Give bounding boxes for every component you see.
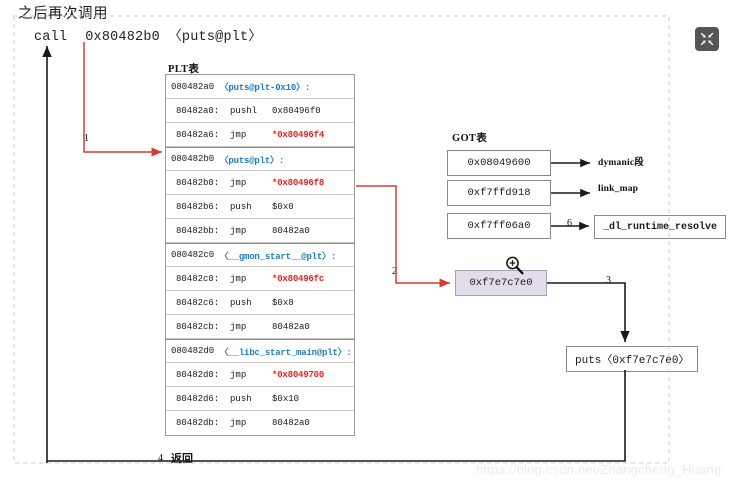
plt-row-address: 80482cb: [176,321,220,332]
plt-row-target: $0x8 [272,297,294,308]
plt-row-symbol: 〈__gmon_start__@plt〉: [219,251,337,262]
plt-symbol-row[interactable]: 080482b0 〈puts@plt〉: [166,147,354,171]
plt-row-address: 080482a0 [171,81,215,92]
plt-row-address: 80482b0: [176,177,220,188]
plt-row-target: 80482a0 [272,225,310,236]
plt-row-opcode: jmp [230,177,247,188]
plt-instruction-row[interactable]: 80482cb: jmp 80482a0 [166,315,354,339]
plt-row-address: 80482a0: [176,105,220,116]
plt-row-target: $0x10 [272,393,300,404]
plt-row-address: 80482c0: [176,273,220,284]
collapse-arrows-icon[interactable] [695,27,719,51]
plt-row-opcode: jmp [230,418,247,428]
plt-row-symbol: 〈__libc_start_main@plt〉: [219,347,352,358]
edge-number-2: 2 [391,266,398,277]
page-title: 之后再次调用 [18,6,108,22]
edge-number-1: 1 [83,133,90,144]
plt-row-address: 80482d6: [176,393,220,404]
plt-row-target: *0x80496f8 [272,177,325,188]
got-caption: GOT表 [452,133,488,144]
got-entry-1[interactable]: 0xf7ffd918 [447,180,551,206]
plt-row-address: 80482c6: [176,297,220,308]
got-entry-0-label: dymanic段 [598,158,644,168]
call-instruction: call 0x80482b0 〈puts@plt〉 [34,24,262,45]
plt-row-address: 80482d0: [176,369,220,380]
plt-symbol-row[interactable]: 080482c0 〈__gmon_start__@plt〉: [166,243,354,267]
plt-instruction-row[interactable]: 80482db: jmp 80482a0 [166,411,354,435]
zoom-cursor-icon [504,255,526,282]
plt-row-opcode: pushl [230,105,258,116]
got-entry-1-label: link_map [598,184,639,194]
got-resolved-entry[interactable]: 0xf7e7c7e0 [455,270,547,296]
plt-row-target: 80482a0 [272,321,310,332]
watermark: https://blog.csdn.net/Zhangcheng_Huang [476,462,722,477]
edge-number-6: 6 [566,218,573,229]
resolved-function-box[interactable]: puts〈0xf7e7c7e0〉 [566,346,699,372]
plt-instruction-row[interactable]: 80482d6: push $0x10 [166,387,354,411]
edge-number-4: 4 [157,453,164,464]
plt-row-address: 80482b6: [176,201,220,212]
plt-row-opcode: push [230,393,252,404]
got-entry-2[interactable]: 0xf7ff06a0 [447,213,551,239]
plt-instruction-row[interactable]: 80482a6: jmp *0x80496f4 [166,123,354,147]
plt-row-target: *0x80496fc [272,273,325,284]
plt-row-opcode: jmp [230,321,247,332]
plt-instruction-row[interactable]: 80482bb: jmp 80482a0 [166,219,354,243]
plt-row-address: 080482c0 [171,250,215,260]
return-label: 返回 [168,450,196,466]
plt-row-target: $0x0 [272,201,294,212]
plt-row-address: 080482b0 [171,154,215,164]
plt-row-opcode: jmp [230,273,247,284]
plt-row-symbol: 〈puts@plt-0x10〉: [219,83,311,93]
plt-row-target: *0x8049700 [272,369,325,380]
got-entry-0[interactable]: 0x08049600 [447,150,551,176]
plt-row-opcode: push [230,201,252,212]
plt-row-address: 80482db: [176,418,220,428]
edge-number-3: 3 [605,275,612,286]
plt-symbol-row[interactable]: 080482d0 〈__libc_start_main@plt〉: [166,339,354,363]
plt-instruction-row[interactable]: 80482a0: pushl 0x80496f0 [166,99,354,123]
plt-row-symbol: 〈puts@plt〉: [219,155,285,166]
plt-symbol-row[interactable]: 080482a0 〈puts@plt-0x10〉: [166,75,354,99]
plt-instruction-row[interactable]: 80482b0: jmp *0x80496f8 [166,171,354,195]
call-target: 0x80482b0 〈puts@plt〉 [85,30,263,45]
call-mnemonic: call [34,30,68,45]
plt-instruction-row[interactable]: 80482c0: jmp *0x80496fc [166,267,354,291]
plt-row-address: 80482bb: [176,225,220,236]
plt-row-target: *0x80496f4 [272,129,325,140]
plt-row-opcode: push [230,297,252,308]
plt-table: 080482a0 〈puts@plt-0x10〉: 80482a0: pushl 0… [165,74,355,436]
plt-instruction-row[interactable]: 80482b6: push $0x0 [166,195,354,219]
plt-row-opcode: jmp [230,225,247,236]
plt-row-opcode: jmp [230,129,247,140]
plt-row-address: 080482d0 [171,346,215,356]
plt-instruction-row[interactable]: 80482d0: jmp *0x8049700 [166,363,354,387]
plt-row-address: 80482a6: [176,129,220,140]
plt-instruction-row[interactable]: 80482c6: push $0x8 [166,291,354,315]
plt-row-target: 80482a0 [272,418,310,428]
dl-runtime-resolve-box[interactable]: _dl_runtime_resolve [594,215,727,239]
plt-row-target: 0x80496f0 [272,105,321,116]
plt-row-opcode: jmp [230,369,247,380]
